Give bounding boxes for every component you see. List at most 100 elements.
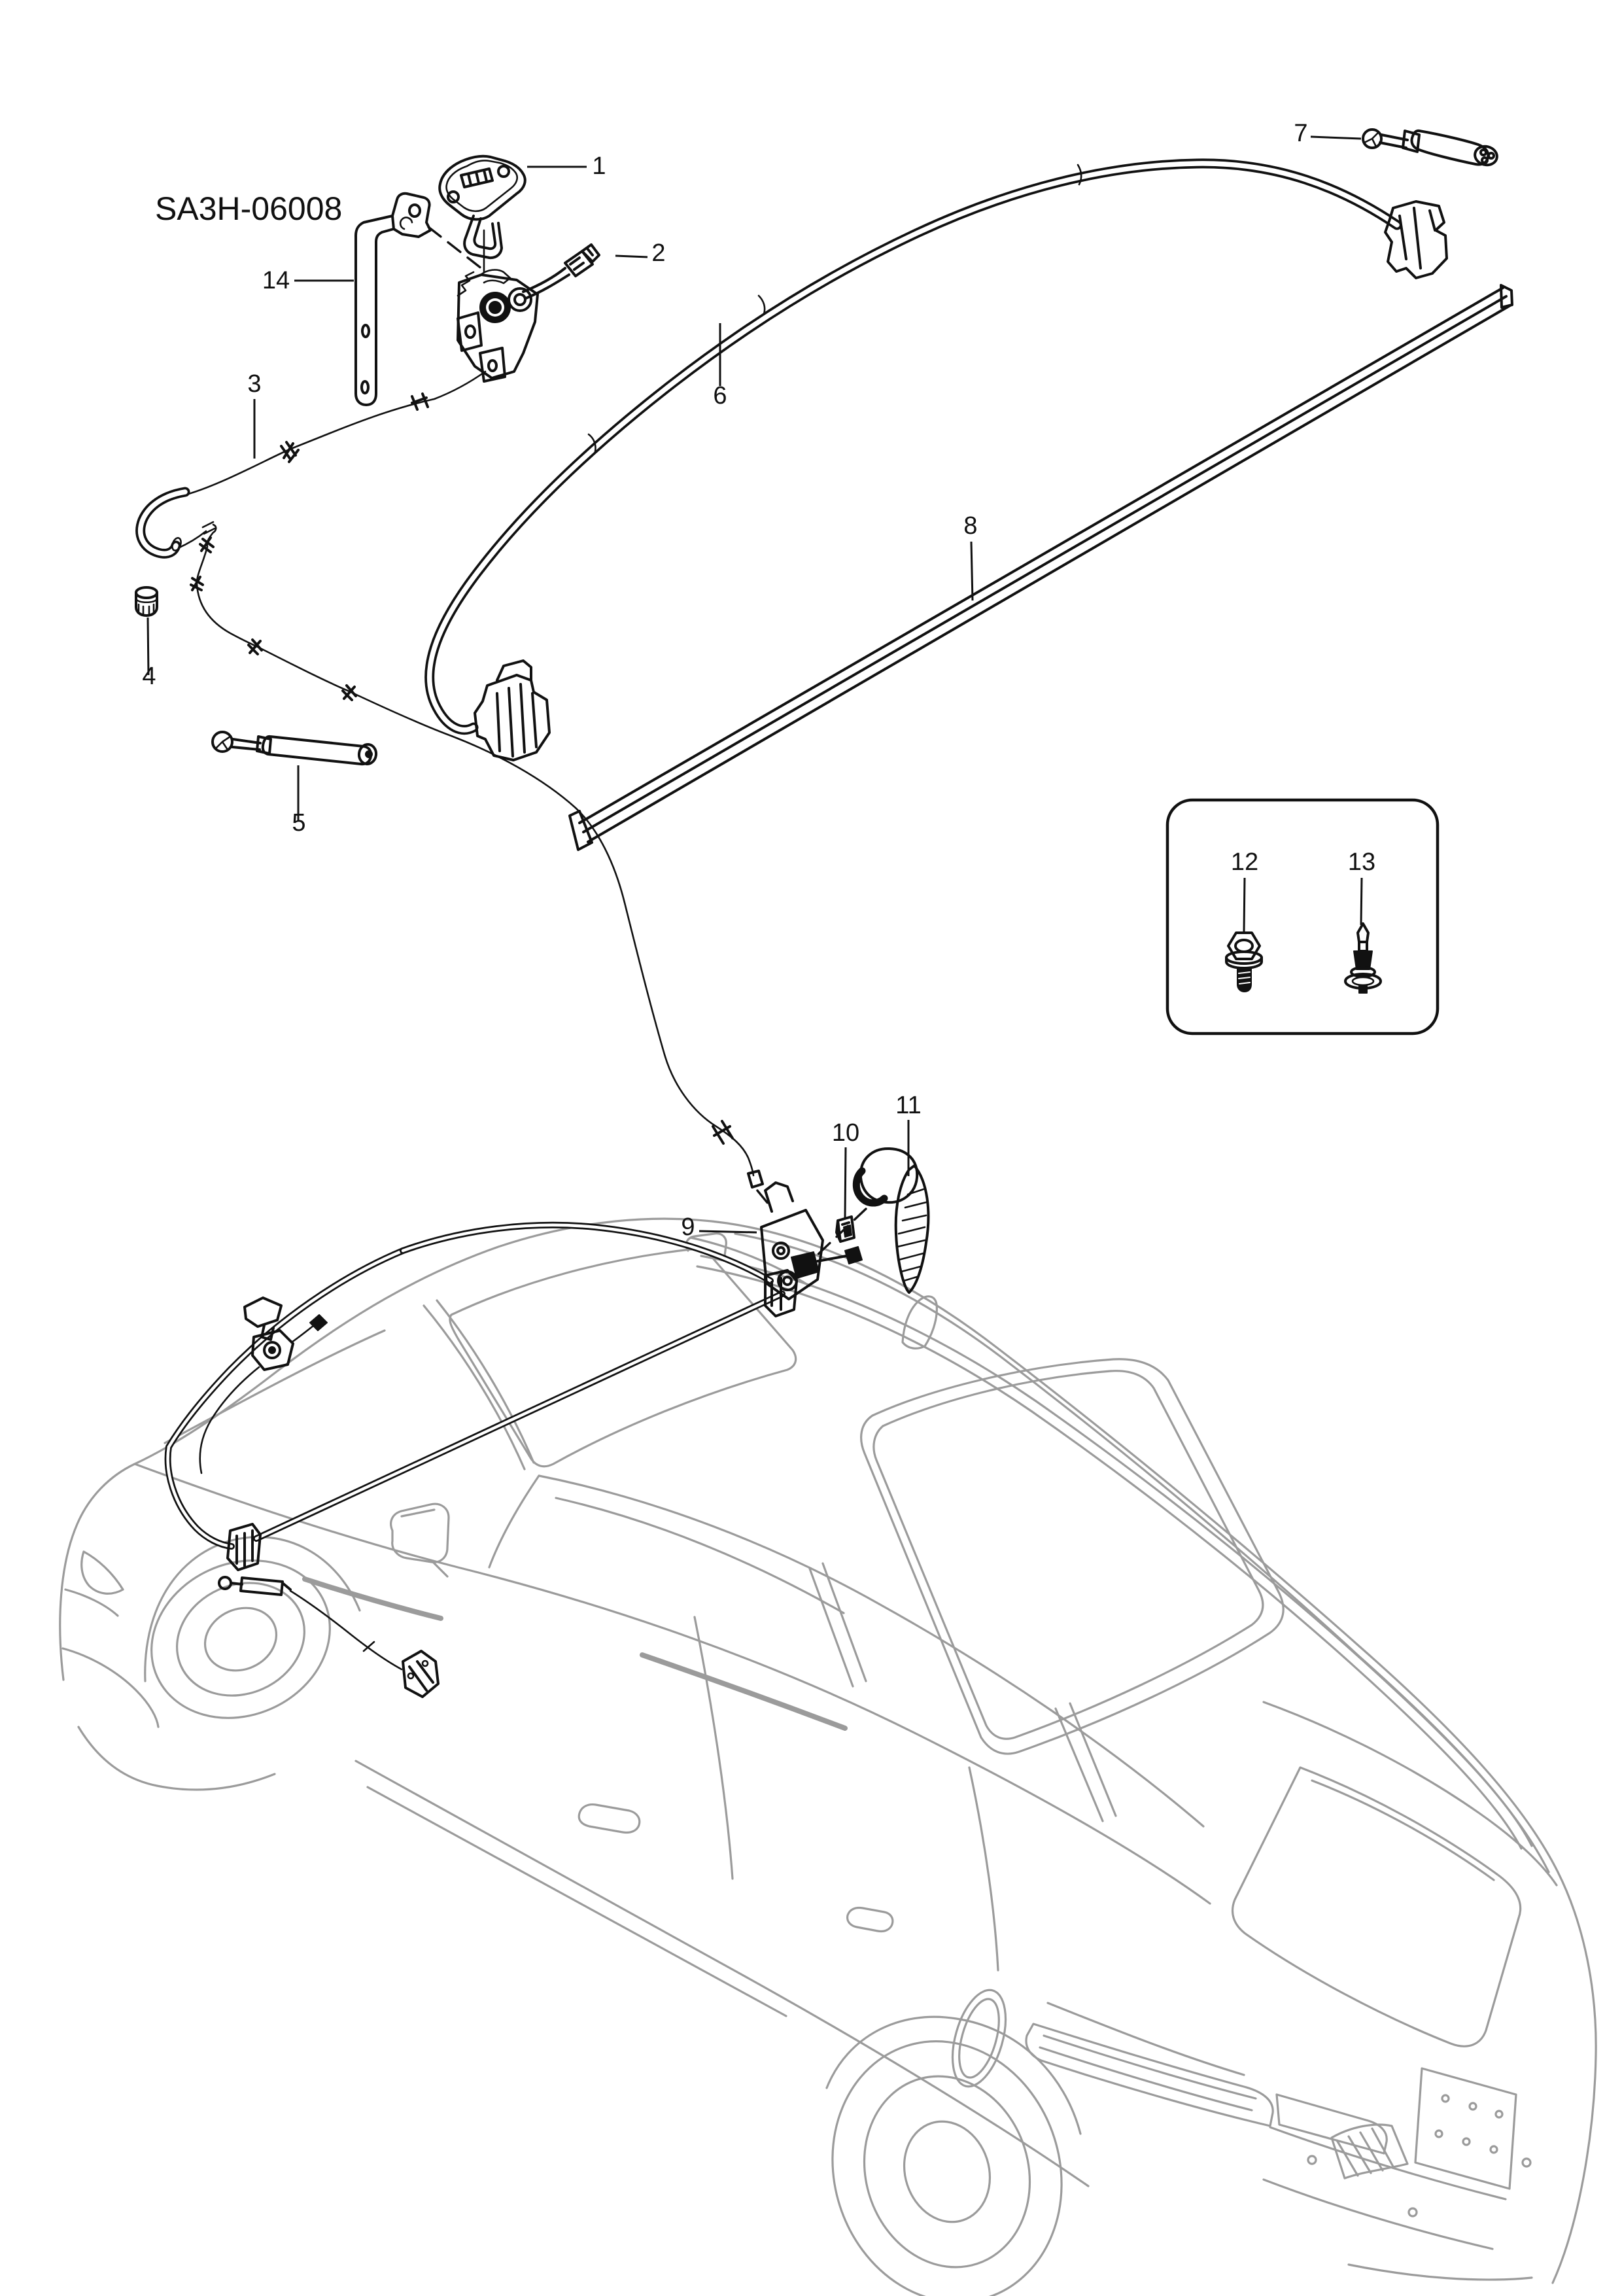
callout-9: 9 (681, 1213, 695, 1241)
side-glass-inner (555, 1497, 845, 1614)
callout-labels: 1 2 3 4 5 6 7 8 9 10 11 12 13 14 (142, 120, 1375, 1241)
cable-end-cylinder (747, 1170, 764, 1189)
installed-cable-left (199, 1366, 260, 1474)
callout-10: 10 (832, 1119, 859, 1147)
frame-corner-right (1384, 200, 1448, 279)
part-11-handle (814, 1147, 930, 1294)
callout-5: 5 (292, 809, 305, 837)
latch-left-tab (457, 311, 483, 352)
windshield (449, 1248, 797, 1468)
bracket-hook (391, 192, 432, 238)
part-13-push-pin (1344, 922, 1382, 994)
cable-ferrule-lower (712, 1120, 734, 1145)
callout-8: 8 (963, 512, 977, 540)
part-10-clip (835, 1215, 855, 1243)
connector-body (564, 250, 594, 277)
callout-3: 3 (247, 370, 261, 398)
vehicle-silhouette (59, 1217, 1597, 2284)
a-pillar (423, 1299, 535, 1470)
leader-10 (844, 1147, 847, 1219)
leader-12 (1243, 877, 1246, 932)
latch-spring (457, 271, 475, 297)
part-3-cable (141, 370, 770, 1206)
installed-strut (218, 1576, 292, 1596)
front-bumper-lines (61, 1588, 276, 1791)
part-6-frame (430, 164, 1448, 761)
latch-backplate (457, 273, 539, 379)
vent-window-edge (488, 1474, 540, 1569)
callout-14: 14 (262, 267, 290, 294)
callout-1: 1 (592, 152, 606, 180)
front-door-seam (693, 1616, 734, 1880)
latch-arm (479, 269, 511, 285)
installed-release-cable (289, 1590, 403, 1671)
callout-13: 13 (1348, 848, 1375, 876)
sunroof-inner (872, 1370, 1264, 1740)
part-2-latch-connector (457, 243, 600, 383)
parking-sensors (1307, 2155, 1532, 2218)
callout-4: 4 (142, 663, 156, 690)
part-8-strip (568, 284, 1513, 851)
part-14-bracket (354, 192, 483, 406)
cable-clips (190, 441, 357, 701)
side-mirror (390, 1503, 450, 1578)
c-pillar (1054, 1702, 1117, 1822)
plate-slot (460, 167, 494, 188)
part-7-strut (1362, 128, 1498, 167)
rear-wheel-arch (825, 2015, 1082, 2135)
part-5-strut (211, 731, 378, 766)
shark-fin-antenna (901, 1295, 938, 1349)
rear-door-handle (846, 1906, 894, 1933)
leader-7 (1310, 135, 1362, 140)
left-roof-rail (696, 1255, 1533, 1850)
vehicle-illustration (59, 1217, 1597, 2296)
rear-glass (1231, 1766, 1522, 2047)
installed-latch (251, 1329, 294, 1371)
leader-13 (1360, 877, 1363, 926)
strip-end-right (1500, 284, 1513, 309)
part-1-cover-plate (438, 154, 526, 273)
cable-end-dash (756, 1189, 770, 1206)
rear-glass-inner (1311, 1779, 1495, 1881)
front-door-handle (578, 1803, 641, 1834)
bracket-assembly-dash (427, 226, 483, 270)
leader-2 (615, 254, 648, 258)
leader-8 (970, 541, 974, 601)
installed-corner-left (226, 1523, 262, 1571)
diagram-code: SA3H-06008 (155, 190, 342, 227)
rear-spoiler-edge (1262, 1701, 1558, 1887)
tube-section-marks (587, 164, 1082, 453)
installed-pigtail (290, 1324, 315, 1344)
installed-assembly (168, 1225, 798, 1698)
tail-light-right (1275, 2093, 1388, 2155)
elbow-end (171, 537, 182, 551)
lever-assembly-dash (814, 1208, 867, 1259)
wire-collar (201, 521, 216, 535)
door-molding-front (302, 1576, 443, 1621)
callout-leaders (147, 135, 1363, 1234)
installed-plate (243, 1296, 283, 1341)
connector-tip (581, 243, 600, 263)
side-glass-top (538, 1474, 1205, 1828)
b-pillar (808, 1562, 867, 1688)
body-shoulder-line (133, 1463, 1211, 1905)
part-12-bolt (1225, 931, 1263, 992)
callout-12: 12 (1231, 848, 1258, 876)
front-wheel (150, 1559, 331, 1719)
tailgate-line (1046, 2002, 1245, 2076)
fastener-box (1165, 798, 1440, 1035)
latch-bottom-tab (479, 347, 506, 383)
rear-bumper-lines (1262, 2126, 1533, 2281)
frame-corner-left (474, 659, 551, 761)
license-recess (1414, 2067, 1517, 2190)
bumper-vent (1330, 2123, 1409, 2180)
installed-release-lever (402, 1650, 440, 1698)
part-9-release-mechanism (760, 1181, 863, 1300)
callout-11: 11 (895, 1092, 921, 1119)
sunroof-outer (860, 1358, 1285, 1755)
leader-9 (699, 1230, 757, 1234)
callout-2: 2 (651, 239, 665, 267)
charge-port (951, 1989, 1007, 2088)
